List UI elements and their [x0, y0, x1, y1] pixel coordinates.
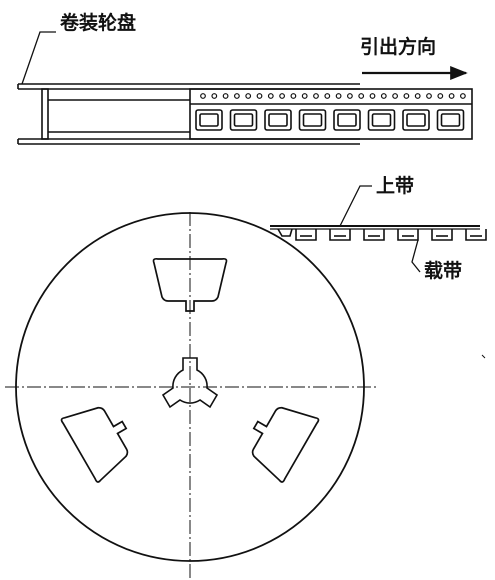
edge-pocket [277, 228, 293, 237]
edge-pocket [329, 229, 351, 241]
tape-pocket [367, 109, 396, 131]
sprocket-hole [335, 93, 342, 99]
sprocket-hole [267, 93, 274, 99]
reel-window [251, 406, 320, 483]
tape-pocket [333, 109, 361, 131]
edge-pockets [277, 228, 487, 241]
sprocket-hole [256, 93, 263, 99]
carrier-tape-label: 载带 [424, 260, 463, 282]
cover-tape-leader [339, 185, 372, 227]
tape-pocket [298, 109, 327, 131]
edge-pocket [397, 229, 419, 241]
sprocket-holes [200, 93, 466, 99]
reel-leader-line [21, 31, 56, 85]
sprocket-hole [437, 93, 444, 99]
pocket-inner [406, 113, 426, 127]
edge-pocket [431, 229, 453, 241]
pocket-inner [233, 113, 254, 127]
sprocket-hole [392, 93, 399, 99]
front-view [5, 212, 378, 578]
pocket-inner [371, 113, 392, 127]
carrier-tape-strip [189, 88, 473, 140]
cover-tape-label: 上带 [376, 175, 415, 197]
side-view [17, 83, 473, 145]
tape-pocket [402, 109, 430, 131]
sprocket-hole [290, 93, 297, 99]
sprocket-hole [380, 93, 387, 99]
sprocket-hole [233, 93, 240, 99]
reel-windows [60, 257, 320, 483]
tape-pocket [436, 109, 465, 131]
pocket-inner [337, 113, 357, 127]
tape-pocket [264, 109, 292, 131]
direction-label: 引出方向 [360, 36, 437, 58]
sprocket-hole [460, 93, 466, 99]
tape-pocket [195, 109, 223, 131]
pocket-inner [199, 113, 219, 127]
sprocket-hole [245, 93, 252, 99]
sprocket-hole [200, 93, 206, 99]
sprocket-hole [414, 93, 421, 99]
edge-pocket [295, 229, 317, 241]
reel-hub [41, 88, 49, 140]
sprocket-hole [324, 93, 331, 99]
tape-pocket [229, 109, 258, 131]
pocket-inner [440, 113, 461, 127]
sprocket-hole [403, 93, 410, 99]
reel-window [152, 257, 228, 312]
sprocket-hole [279, 93, 286, 99]
sprocket-hole [448, 93, 455, 99]
sprocket-hole [211, 93, 218, 99]
sprocket-hole [358, 93, 365, 99]
sprocket-hole [222, 93, 229, 99]
tape-edge-detail [270, 185, 487, 359]
edge-pocket [363, 229, 385, 241]
side-pockets [195, 109, 465, 131]
reel-window [60, 406, 129, 483]
pocket-inner [302, 113, 323, 127]
sprocket-hole [301, 93, 308, 99]
sprocket-hole [347, 93, 353, 99]
reel-hub-hole [161, 357, 219, 409]
sprocket-hole [426, 93, 432, 99]
edge-pocket [465, 229, 487, 241]
sprocket-hole [369, 93, 376, 99]
carrier-tape-leader [411, 239, 421, 273]
reel-label: 卷装轮盘 [60, 12, 137, 34]
sprocket-hole [313, 93, 319, 99]
pocket-inner [268, 113, 288, 127]
